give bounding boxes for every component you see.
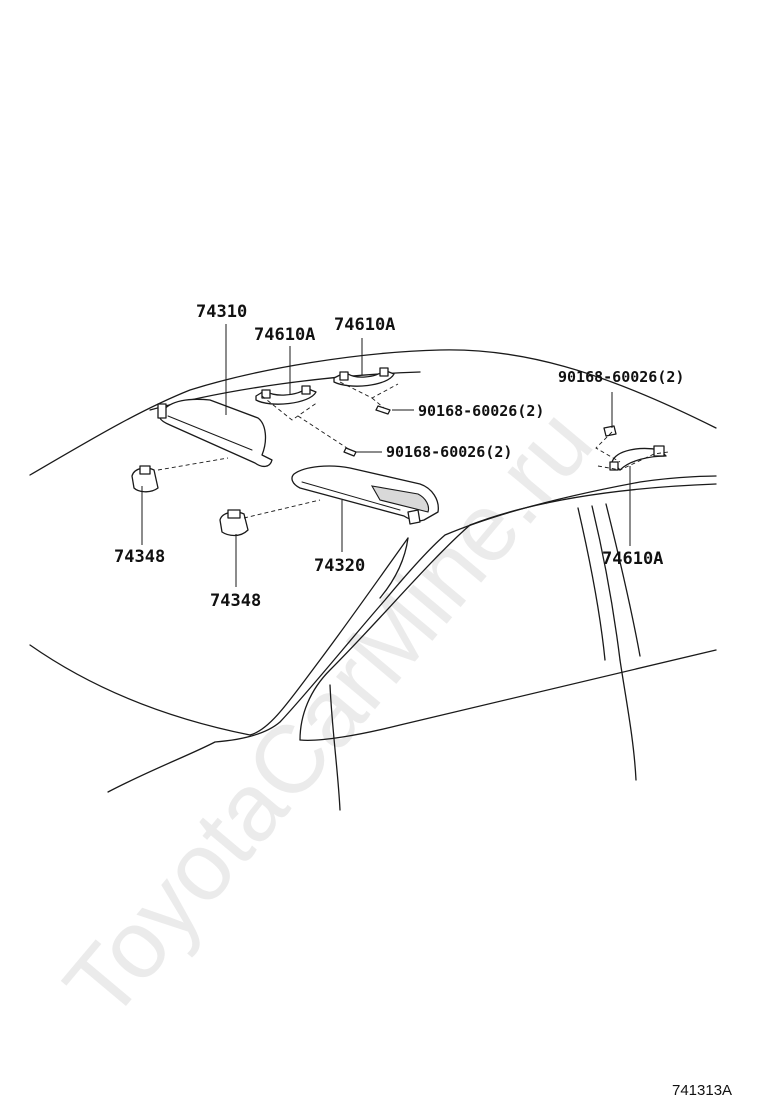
label-74610a-rear: 74610A (602, 549, 663, 569)
screw-front-left[interactable] (343, 447, 357, 457)
assist-grip-front-left[interactable] (255, 385, 317, 405)
label-74610a-front-left: 74610A (254, 325, 315, 345)
screw-rear[interactable] (603, 425, 617, 437)
visor-holder-right[interactable] (219, 509, 249, 537)
assembly-dashed-lines (157, 381, 669, 519)
sun-visor-left[interactable] (157, 398, 273, 468)
label-74320: 74320 (314, 556, 365, 576)
label-74348-right: 74348 (210, 591, 261, 611)
label-90168-front-right: 90168-60026(2) (418, 402, 544, 420)
assist-grip-front-right[interactable] (333, 367, 395, 387)
sun-visor-right[interactable] (291, 465, 439, 525)
assist-grip-rear[interactable] (609, 445, 667, 471)
screw-front-right[interactable] (375, 405, 391, 415)
label-74310: 74310 (196, 302, 247, 322)
leader-lines (141, 324, 631, 587)
label-90168-front-left: 90168-60026(2) (386, 443, 512, 461)
figure-id: 741313A (672, 1082, 732, 1099)
label-74348-left: 74348 (114, 547, 165, 567)
label-74610a-front-right: 74610A (334, 315, 395, 335)
visor-holder-left[interactable] (131, 465, 159, 493)
label-90168-rear: 90168-60026(2) (558, 368, 684, 386)
car-body-outline (29, 349, 717, 811)
